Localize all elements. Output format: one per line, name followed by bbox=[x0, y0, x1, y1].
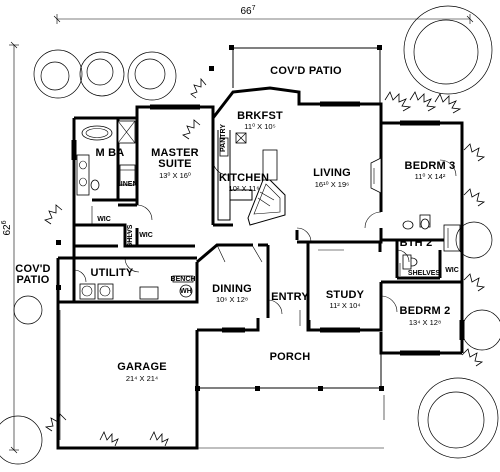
covd-patio-side-label-line2: PATIO bbox=[17, 274, 50, 286]
covd-patio-rear-label: COV'D PATIO bbox=[270, 65, 342, 77]
brkfst-size: 11⁰ X 10⁵ bbox=[244, 122, 275, 131]
master-bath-fixtures bbox=[76, 120, 136, 196]
utility-label: UTILITY bbox=[91, 267, 134, 279]
living-label: LIVING bbox=[313, 167, 351, 179]
study-label: STUDY bbox=[326, 289, 365, 301]
overall-depth-label: 626 bbox=[1, 220, 13, 235]
master-suite-label-line2: SUITE bbox=[158, 158, 191, 170]
bedrm3-size: 11⁰ X 14² bbox=[415, 172, 446, 181]
master-suite-label-line1: MASTER bbox=[151, 147, 199, 159]
room-labels: COV'D PATIO BRKFST 11⁰ X 10⁵ MASTER SUIT… bbox=[15, 65, 455, 383]
garage-label: GARAGE bbox=[117, 361, 166, 373]
living-size: 16¹⁰ X 19⁶ bbox=[315, 180, 349, 189]
master-suite-size: 13⁰ X 16⁰ bbox=[159, 171, 191, 180]
shlvs-label: SHLVS bbox=[127, 224, 134, 247]
porch-label: PORCH bbox=[270, 351, 311, 363]
bath2-fixtures bbox=[402, 214, 461, 270]
bench-label: BENCH bbox=[171, 276, 196, 283]
landscape-shrubs bbox=[44, 77, 486, 447]
bedrm3-label: BEDRM 3 bbox=[405, 160, 456, 172]
kitchen-size: 10² X 11⁶ bbox=[229, 184, 260, 193]
side-patio-outline bbox=[56, 240, 61, 290]
closet-shelves bbox=[84, 206, 401, 276]
overall-width-label: 667 bbox=[240, 5, 255, 17]
linen-label: LINEN bbox=[117, 181, 138, 188]
windows bbox=[71, 101, 465, 356]
bedrm2-size: 13⁴ X 12⁸ bbox=[409, 318, 441, 327]
bth2-label: BTH 2 bbox=[400, 237, 433, 249]
wic-bed2-label: WIC bbox=[445, 267, 459, 274]
brkfst-label: BRKFST bbox=[237, 110, 283, 122]
wic-master2-label: WIC bbox=[139, 232, 153, 239]
shelves-label: SHELVES bbox=[408, 270, 440, 277]
m-ba-label: M BA bbox=[96, 147, 125, 159]
study-size: 11² X 10⁴ bbox=[329, 301, 360, 310]
small-labels: LINEN WIC WIC SHLVS PANTRY BENCH WH SHEL… bbox=[97, 124, 459, 295]
door-swings bbox=[73, 159, 457, 326]
wh-label: WH bbox=[180, 288, 192, 295]
entry-label: ENTRY bbox=[271, 291, 309, 303]
utility-fixtures bbox=[59, 275, 194, 440]
dimension-lines bbox=[9, 14, 474, 454]
wic-master-label: WIC bbox=[97, 216, 111, 223]
covd-patio-side-label-line1: COV'D bbox=[15, 263, 50, 275]
front-porch bbox=[195, 353, 384, 449]
dining-size: 10⁶ X 12⁸ bbox=[216, 295, 248, 304]
walkway bbox=[300, 395, 385, 449]
dining-label: DINING bbox=[212, 283, 252, 295]
covd-patio-rear-outline bbox=[209, 45, 382, 104]
pantry-label: PANTRY bbox=[220, 124, 227, 152]
kitchen-counters bbox=[217, 130, 286, 226]
garage-size: 21⁴ X 21⁴ bbox=[126, 374, 158, 383]
landscape-trees bbox=[0, 5, 500, 465]
living-fireplace bbox=[370, 157, 382, 194]
kitchen-label: KITCHEN bbox=[219, 172, 269, 184]
bedrm2-label: BEDRM 2 bbox=[400, 305, 451, 317]
